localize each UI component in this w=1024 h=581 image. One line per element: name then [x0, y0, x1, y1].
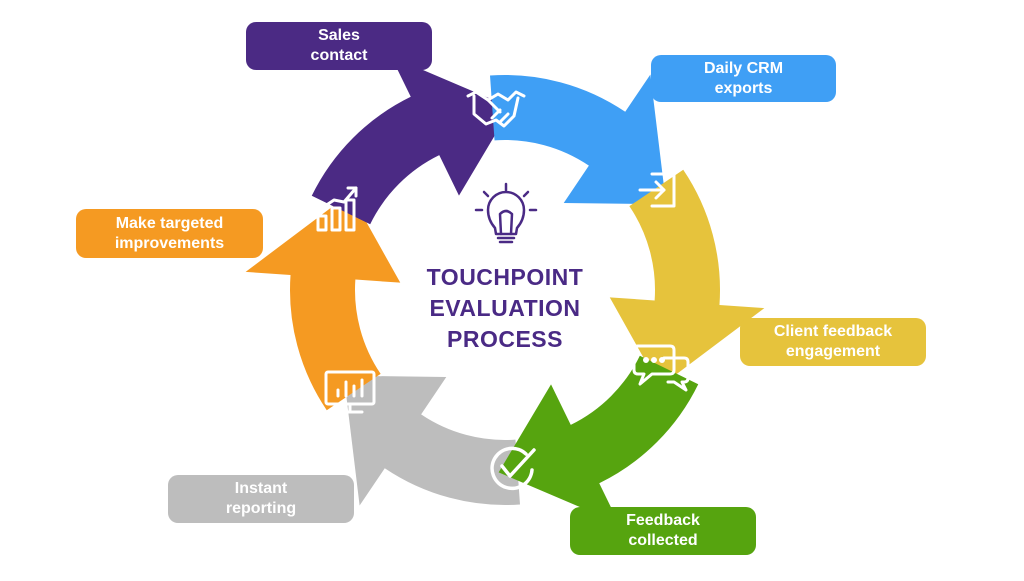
label-line: improvements — [114, 234, 225, 252]
arrow-sales-contact — [311, 56, 512, 225]
title-line-2: EVALUATION — [429, 295, 581, 321]
label-line: reporting — [225, 500, 297, 517]
title-line-1: TOUCHPOINT — [426, 264, 584, 290]
label-line: Make targeted — [115, 214, 224, 232]
handshake-icon — [466, 90, 526, 128]
arrow-instant-reporting — [343, 375, 520, 506]
lightbulb-icon — [474, 182, 538, 244]
monitor-chart-icon — [324, 370, 376, 414]
label-line: Client feedback — [773, 323, 893, 340]
checkmark-icon — [490, 446, 536, 491]
label-make-targeted-improvements: Make targeted improvements — [76, 209, 263, 258]
title-line-3: PROCESS — [447, 326, 563, 352]
label-line: collected — [628, 532, 698, 549]
chat-bubbles-icon — [632, 344, 690, 392]
label-instant-reporting: Instant reporting — [168, 475, 354, 523]
label-line: Feedback — [626, 512, 700, 529]
arrow-daily-crm-exports — [490, 74, 667, 205]
label-line: Sales — [318, 27, 360, 44]
arrow-client-feedback-engagement — [609, 169, 765, 387]
arrow-feedback-collected — [498, 355, 699, 524]
label-feedback-collected: Feedback collected — [570, 507, 756, 555]
label-line: Daily CRM — [703, 59, 784, 77]
label-line: exports — [714, 79, 773, 97]
label-client-feedback-engagement: Client feedback engagement — [740, 318, 926, 366]
label-sales-contact: Sales contact — [246, 22, 432, 70]
export-icon — [638, 172, 676, 208]
arrow-make-targeted-improvements — [245, 193, 401, 411]
label-daily-crm-exports: Daily CRM exports — [651, 55, 836, 102]
label-line: contact — [310, 47, 368, 64]
growth-chart-icon — [314, 186, 358, 232]
page-title: TOUCHPOINT EVALUATION PROCESS — [400, 262, 610, 355]
label-line: engagement — [785, 343, 881, 360]
label-line: Instant — [234, 480, 288, 497]
